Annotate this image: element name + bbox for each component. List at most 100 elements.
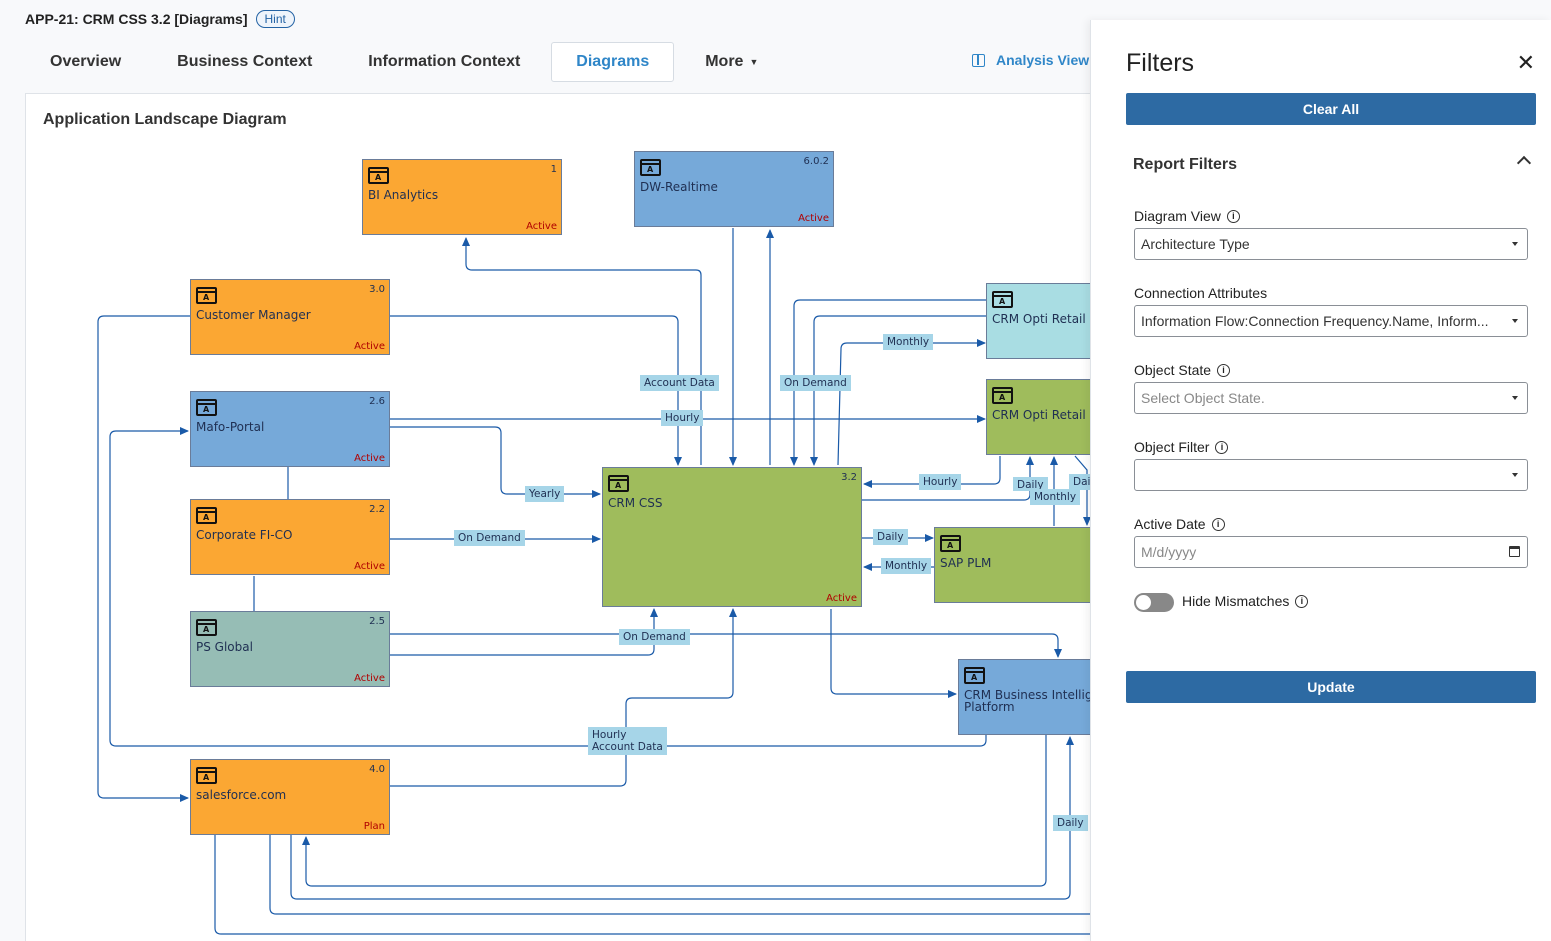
clear-all-button[interactable]: Clear All [1126, 93, 1536, 125]
application-icon: A [964, 667, 985, 684]
edge-label: Daily [1013, 477, 1048, 491]
edge-label: Account Data [640, 375, 719, 391]
active-date-label-text: Active Date [1134, 516, 1206, 532]
edge [390, 608, 658, 656]
connection-attributes-label: Connection Attributes [1134, 285, 1268, 301]
edge [390, 426, 601, 498]
object-filter-label-text: Object Filter [1134, 439, 1210, 455]
node-crm-business-intelligence[interactable]: A CRM Business Intelliger Platform [958, 659, 1105, 735]
object-state-select[interactable]: Select Object State. [1134, 382, 1528, 414]
application-icon: A [196, 287, 217, 304]
node-name: salesforce.com [196, 788, 287, 802]
tab-more-label: More [705, 53, 744, 70]
application-icon: A [196, 619, 217, 636]
node-ps-global[interactable]: A PS Global 2.5 Active [190, 611, 390, 687]
node-salesforce[interactable]: A salesforce.com 4.0 Plan [190, 759, 390, 835]
edge [863, 456, 1001, 488]
edge-label: Dai [1069, 474, 1095, 490]
node-customer-manager[interactable]: A Customer Manager 3.0 Active [190, 279, 390, 355]
node-dw-realtime[interactable]: A DW-Realtime 6.0.2 Active [634, 151, 834, 227]
diagram-view-label-text: Diagram View [1134, 208, 1221, 224]
info-icon[interactable]: i [1295, 594, 1309, 608]
node-state: Active [826, 593, 857, 604]
edge [830, 609, 957, 698]
hint-button[interactable]: Hint [255, 10, 295, 28]
node-bi-analytics[interactable]: A BI Analytics 1 Active [362, 159, 562, 235]
report-filters-heading[interactable]: Report Filters [1133, 156, 1238, 173]
edge-label: Hourly [661, 410, 704, 426]
node-name: CRM Business Intelliger Platform [964, 688, 1105, 714]
node-name: Customer Manager [196, 308, 311, 322]
node-crm-opti-retail-2[interactable]: A CRM Opti Retail [986, 379, 1106, 455]
tab-diagrams[interactable]: Diagrams [551, 42, 675, 82]
close-icon[interactable]: ✕ [1516, 50, 1535, 75]
tab-overview[interactable]: Overview [50, 53, 122, 70]
panel-icon [972, 53, 985, 67]
chevron-up-icon[interactable] [1516, 155, 1532, 171]
node-version: 1 [550, 164, 557, 175]
diagram-view-select[interactable]: Architecture Type [1134, 228, 1528, 260]
node-name: Corporate FI-CO [196, 528, 293, 542]
caret-down-icon: ▼ [749, 56, 759, 67]
node-name: BI Analytics [368, 188, 439, 202]
object-state-label: Object State i [1134, 362, 1231, 378]
edge [837, 339, 986, 466]
node-crm-opti-retail-1[interactable]: A CRM Opti Retail [986, 283, 1106, 359]
application-icon: A [196, 399, 217, 416]
node-name: SAP PLM [940, 556, 992, 570]
edge-label: Daily [873, 529, 908, 545]
node-version: 2.6 [369, 396, 385, 407]
node-crm-css[interactable]: A CRM CSS 3.2 Active [602, 467, 862, 607]
object-state-placeholder: Select Object State. [1141, 390, 1265, 406]
tab-information-context[interactable]: Information Context [368, 53, 521, 70]
node-state: Active [354, 341, 385, 352]
node-sap-plm[interactable]: A SAP PLM [934, 527, 1104, 603]
node-version: 2.5 [369, 616, 385, 627]
node-state: Plan [363, 821, 385, 832]
filters-panel: Filters ✕ Clear All Report Filters Diagr… [1090, 20, 1551, 941]
tab-bar: Overview Business Context Information Co… [25, 42, 789, 82]
application-icon: A [608, 475, 629, 492]
edge [214, 835, 1090, 935]
node-name: CRM Opti Retail [992, 312, 1086, 326]
connection-attributes-select[interactable]: Information Flow:Connection Frequency.Na… [1134, 305, 1528, 337]
diagram-view-label: Diagram View i [1134, 208, 1240, 224]
active-date-label: Active Date i [1134, 516, 1225, 532]
app-title: APP-21: CRM CSS 3.2 [Diagrams] Hint [25, 10, 295, 28]
node-corporate-fi-co[interactable]: A Corporate FI-CO 2.2 Active [190, 499, 390, 575]
application-icon: A [992, 387, 1013, 404]
tab-business-context[interactable]: Business Context [177, 53, 313, 70]
calendar-icon[interactable] [1509, 546, 1520, 557]
edge-label: Monthly [1030, 489, 1081, 505]
object-state-label-text: Object State [1134, 362, 1212, 378]
dropdown-arrow-icon [1512, 473, 1518, 477]
application-icon: A [368, 167, 389, 184]
info-icon[interactable]: i [1217, 363, 1231, 377]
analysis-view-button[interactable]: Analysis View [972, 52, 1089, 68]
edge-label: Hourly Account Data [588, 727, 667, 755]
node-name: CRM Opti Retail [992, 408, 1086, 422]
active-date-placeholder: M/d/yyyy [1141, 544, 1197, 560]
dropdown-arrow-icon [1512, 242, 1518, 246]
node-name: Mafo-Portal [196, 420, 265, 434]
edge-label: Hourly [919, 474, 962, 490]
edge-label: Yearly [525, 486, 565, 502]
node-mafo-portal[interactable]: A Mafo-Portal 2.6 Active [190, 391, 390, 467]
update-button[interactable]: Update [1126, 671, 1536, 703]
active-date-input[interactable]: M/d/yyyy [1134, 536, 1528, 568]
info-icon[interactable]: i [1215, 440, 1229, 454]
object-filter-select[interactable] [1134, 459, 1528, 491]
node-name: DW-Realtime [640, 180, 718, 194]
hide-mismatches-toggle[interactable] [1134, 593, 1174, 612]
edge-label: Monthly [883, 334, 934, 350]
node-name: PS Global [196, 640, 253, 654]
tab-more[interactable]: More ▼ [680, 42, 783, 82]
info-icon[interactable]: i [1211, 517, 1225, 531]
edge [790, 299, 988, 466]
info-icon[interactable]: i [1226, 209, 1240, 223]
node-version: 3.2 [841, 472, 857, 483]
diagram-title: Application Landscape Diagram [43, 111, 287, 128]
